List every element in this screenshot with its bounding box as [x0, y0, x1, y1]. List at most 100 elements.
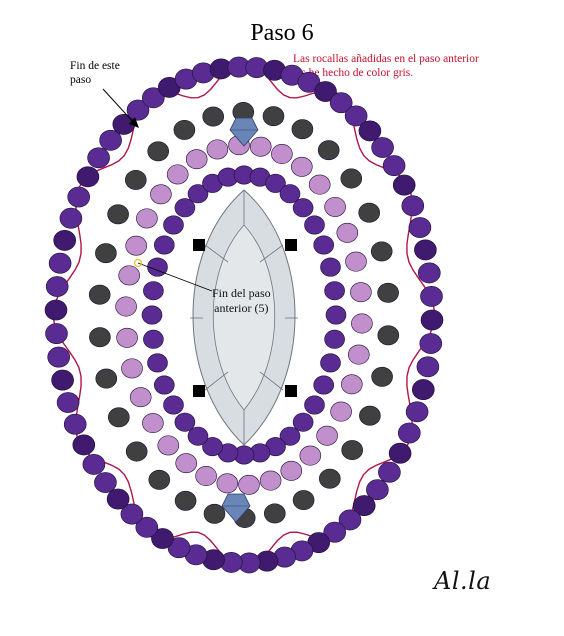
signature: Al.la [434, 567, 492, 595]
prev-pointer-mark [133, 258, 143, 268]
gray-bead [371, 366, 393, 387]
outer-bead [392, 174, 416, 196]
end-of-step-label: Fin de este paso [70, 59, 120, 87]
inner-bead [187, 426, 209, 446]
gray-bead [107, 204, 129, 225]
lilac-bead [351, 313, 373, 334]
outer-bead [120, 503, 144, 525]
lilac-bead [216, 473, 239, 494]
lilac-bead [290, 156, 313, 177]
gray-bead [317, 140, 340, 161]
outer-bead [329, 92, 353, 114]
inner-bead [279, 426, 301, 446]
lilac-bead [129, 387, 152, 408]
crystal-bottom [221, 493, 251, 523]
outer-bead [382, 155, 406, 177]
outer-bead [414, 239, 437, 261]
gray-bead [341, 440, 364, 461]
marker-square [193, 239, 205, 251]
gray-bead [203, 503, 226, 524]
outer-bead [388, 442, 412, 464]
gray-bead [88, 284, 111, 305]
inner-bead [163, 215, 184, 235]
gray-bead [202, 106, 224, 127]
lilac-bead [336, 222, 359, 243]
end-label-line-1: Fin de este [70, 60, 120, 72]
inner-bead [141, 305, 163, 325]
inner-bead [154, 375, 175, 395]
lilac-bead [125, 235, 147, 256]
lilac-bead [308, 174, 331, 195]
marker-square [285, 385, 297, 397]
outer-bead [76, 166, 100, 188]
outer-bead [167, 537, 191, 559]
inner-bead [265, 173, 286, 193]
inner-bead [320, 353, 341, 373]
lilac-bead [324, 196, 346, 217]
inner-bead [313, 235, 335, 255]
gray-bead [292, 490, 315, 511]
end-of-previous-step-label: Fin del paso anterior (5) [212, 286, 271, 316]
lilac-bead [166, 164, 189, 185]
gray-bead [263, 503, 286, 524]
inner-bead [202, 437, 223, 457]
inner-bead [324, 281, 345, 301]
inner-bead [292, 412, 314, 432]
inner-bead [304, 395, 325, 415]
outer-bead [397, 422, 421, 444]
outer-bead [358, 120, 382, 142]
gray-bead [370, 241, 393, 262]
lilac-bead [238, 474, 260, 495]
inner-bead [313, 375, 335, 395]
gray-bead [262, 106, 285, 127]
outer-bead [338, 509, 362, 531]
end-arrow-head [129, 117, 139, 128]
inner-bead [163, 395, 184, 415]
lilac-bead [271, 144, 293, 164]
inner-bead [325, 305, 347, 325]
outer-bead [142, 87, 165, 109]
lilac-bead [350, 282, 372, 303]
gray-bead [359, 405, 381, 426]
lilac-bead [121, 358, 143, 379]
lilac-bead [185, 149, 208, 170]
outer-bead [352, 495, 376, 517]
lilac-bead [345, 251, 367, 272]
marker-square [193, 385, 205, 397]
outer-bead [366, 479, 389, 501]
gray-bead [377, 325, 400, 346]
lilac-bead [347, 344, 370, 365]
outer-bead [99, 129, 122, 151]
outer-bead [323, 521, 347, 543]
lilac-bead [142, 413, 164, 434]
end-arrow-line [102, 88, 136, 125]
outer-bead [344, 105, 368, 127]
outer-bead [417, 262, 441, 284]
gray-bead [340, 168, 363, 189]
facet-line [259, 244, 284, 263]
lilac-bead [195, 466, 217, 486]
gray-bead [125, 169, 147, 190]
outer-bead [420, 285, 443, 307]
lilac-bead [340, 374, 363, 395]
gray-bead [291, 119, 314, 140]
note-text: Las rocallas añadidas en el paso anterio… [293, 52, 493, 80]
outer-bead [56, 392, 80, 413]
inner-bead [324, 329, 345, 349]
lilac-bead [249, 136, 272, 157]
lilac-bead [330, 401, 352, 422]
outer-bead [87, 147, 110, 169]
inner-bead [292, 198, 314, 218]
lilac-bead [157, 435, 180, 456]
gray-bead [358, 202, 381, 223]
gray-bead [174, 490, 197, 511]
outer-bead [151, 528, 174, 549]
end-label-line-2: paso [70, 74, 92, 86]
lilac-bead [206, 139, 229, 160]
outer-bead [419, 333, 443, 354]
inner-bead [143, 281, 164, 301]
facet-line [204, 244, 229, 263]
outer-bead [63, 413, 87, 435]
inner-bead [320, 257, 341, 277]
